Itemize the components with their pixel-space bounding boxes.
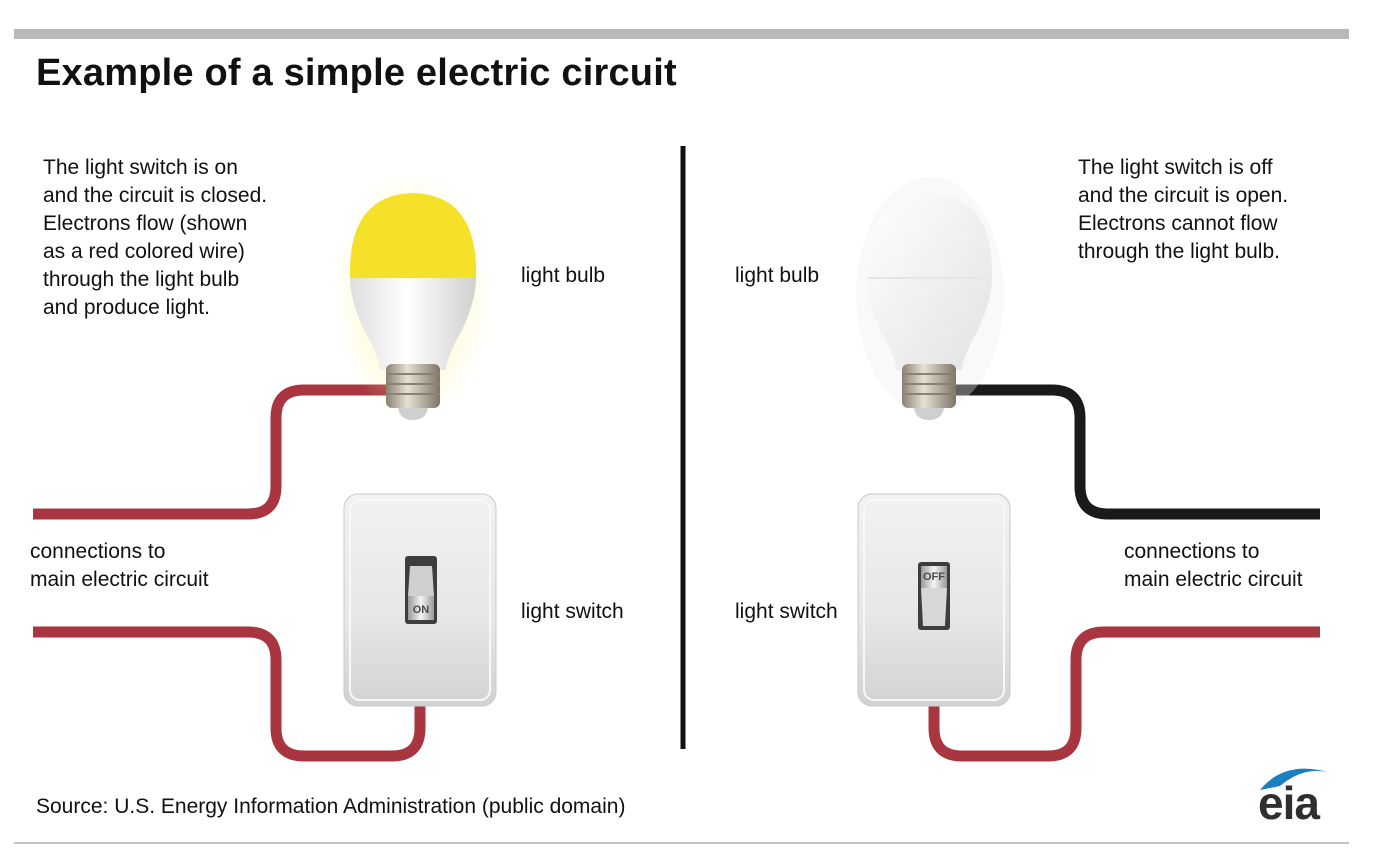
left-connections-label: connections to main electric circuit	[30, 538, 209, 594]
left-connections-line: main electric circuit	[30, 568, 209, 591]
top-rule	[14, 29, 1349, 39]
light-switch-off-icon	[857, 493, 1011, 707]
right-connections-line: connections to	[1124, 540, 1260, 563]
left-description-line: Electrons flow (shown	[43, 212, 248, 235]
left-bulb-label: light bulb	[521, 264, 606, 287]
left-connections-line: connections to	[30, 540, 166, 563]
left-switch-label: light switch	[521, 600, 624, 623]
right-description: The light switch is off and the circuit …	[1078, 154, 1288, 266]
right-bulb-label: light bulb	[735, 264, 820, 287]
bottom-rule	[14, 842, 1349, 844]
left-description-line: The light switch is on	[43, 156, 238, 179]
right-connections-label: connections to main electric circuit	[1124, 538, 1303, 594]
right-description-line: The light switch is off	[1078, 156, 1273, 179]
right-description-line: Electrons cannot flow	[1078, 212, 1278, 235]
switch-on-text: ON	[413, 604, 430, 616]
live-wire-upper-left	[33, 384, 392, 520]
eia-logo: eia	[1258, 777, 1320, 829]
eia-logo-swoosh-icon	[1260, 768, 1334, 790]
left-description-line: through the light bulb	[43, 268, 240, 291]
light-switch-on-icon	[343, 493, 497, 707]
right-switch-label: light switch	[735, 600, 838, 623]
diagram-title: Example of a simple electric circuit	[36, 52, 677, 94]
right-connections-line: main electric circuit	[1124, 568, 1303, 591]
source-note: Source: U.S. Energy Information Administ…	[36, 795, 626, 818]
left-description-line: as a red colored wire)	[43, 240, 245, 263]
left-description-line: and produce light.	[43, 296, 210, 319]
left-description: The light switch is on and the circuit i…	[43, 154, 267, 322]
live-wire-lower-left	[33, 626, 426, 762]
left-description-line: and the circuit is closed.	[43, 184, 268, 207]
light-bulb-off-icon	[856, 177, 1004, 420]
live-wire-lower-right	[928, 626, 1320, 762]
dead-wire-upper-right	[952, 384, 1320, 520]
light-bulb-on-icon	[335, 170, 491, 420]
right-description-line: and the circuit is open.	[1078, 184, 1289, 207]
right-description-line: through the light bulb.	[1078, 240, 1280, 263]
switch-off-text: OFF	[923, 571, 945, 583]
